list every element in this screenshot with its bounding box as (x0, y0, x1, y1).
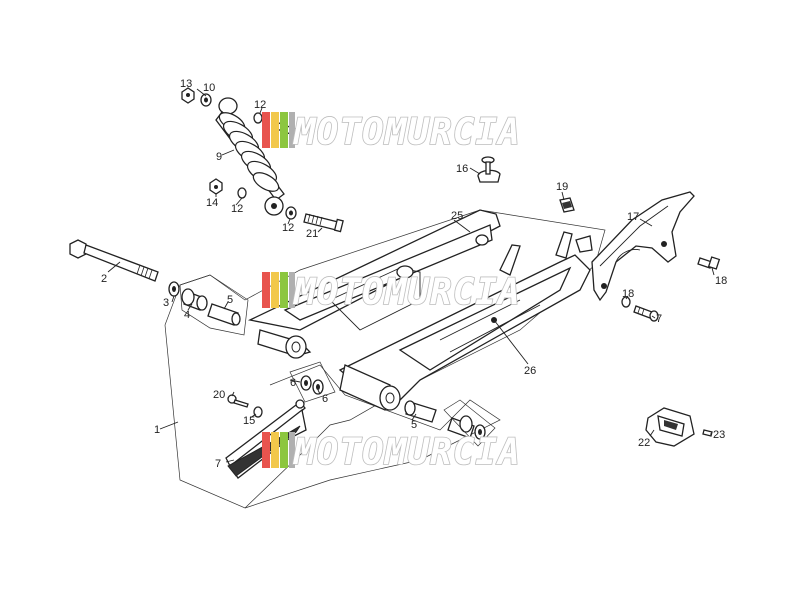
callout-23: 23 (713, 429, 725, 441)
group-outline-345 (179, 274, 249, 336)
watermark-text: MOTOMURCIA (293, 272, 521, 313)
watermark-stripe-green (280, 432, 288, 468)
axle-bolt-2 (69, 239, 159, 282)
watermark-top: MOTOMURCIA (262, 111, 521, 154)
watermark-text: MOTOMURCIA (293, 432, 521, 473)
callout-12-top: 10 (203, 82, 215, 94)
assembly-outline-lower (244, 364, 501, 509)
watermark-stripe-yellow (271, 112, 279, 148)
watermark-stripe-grey (289, 112, 295, 148)
washer-12-lower (237, 187, 247, 199)
bushing-4 (181, 288, 208, 311)
sleeve-5-right (404, 400, 437, 423)
callout-15: 16 (456, 163, 468, 175)
callout-20: 20 (213, 389, 225, 401)
watermark-stripe-red (262, 432, 270, 468)
watermark-stripe-green (280, 112, 288, 148)
callout-4: 4 (184, 309, 190, 321)
callout-18-label: 18 (622, 288, 634, 300)
sleeve-5-left (207, 303, 241, 326)
callout-22: 22 (638, 437, 650, 449)
watermark-stripe-red (262, 112, 270, 148)
bolt-17 (697, 256, 721, 270)
washer-6-a (300, 375, 312, 391)
screw-23 (702, 429, 713, 437)
watermark-stripe-red (262, 272, 270, 308)
leader-lines (107, 88, 715, 463)
callout-14: 15 (243, 415, 255, 427)
callout-17: 18 (715, 275, 727, 287)
washer-12-top (200, 93, 212, 107)
chain-guide-22 (645, 407, 695, 447)
bolt-7 (633, 305, 659, 322)
group-outline-6 (289, 361, 336, 403)
callout-labels: 13 10 12 9 14 12 12 21 2 3 4 5 1 6 6 5 2… (101, 78, 727, 470)
callout-12-lower: 12 (231, 203, 243, 215)
washer-12-bottom (285, 206, 297, 220)
callout-7-label: 7 (656, 313, 662, 325)
nut-13-lower (209, 178, 223, 195)
chain-guard-16 (591, 191, 695, 302)
callout-12-right: 12 (254, 99, 266, 111)
watermark-stripe-grey (289, 432, 295, 468)
callout-6-a: 6 (290, 377, 296, 389)
callout-labels-extra: 18 7 (622, 288, 662, 325)
swingarm-marker-dot (491, 317, 497, 323)
callout-13-lower: 14 (206, 197, 218, 209)
washer-18 (621, 296, 631, 308)
callout-13-top: 13 (180, 78, 192, 90)
group-outline-right-bushing (443, 399, 496, 447)
washer-12-right (253, 112, 263, 124)
callout-2: 2 (101, 273, 107, 285)
watermark-stripe-grey (289, 272, 295, 308)
callout-19: 19 (556, 181, 568, 193)
callout-9: 7 (215, 458, 221, 470)
screw-20 (227, 394, 249, 408)
watermark-stripe-green (280, 272, 288, 308)
watermark-text: MOTOMURCIA (293, 112, 521, 153)
watermark-bottom: MOTOMURCIA (262, 431, 521, 474)
bolt-21 (303, 213, 344, 233)
callout-5-right: 5 (411, 419, 417, 431)
callout-25: 25 (451, 210, 463, 222)
watermark-stripe-yellow (271, 432, 279, 468)
nut-13-top (181, 87, 195, 104)
watermark-middle: MOTOMURCIA (262, 271, 521, 314)
callout-10: 9 (216, 151, 222, 163)
callout-12-bottom: 12 (282, 222, 294, 234)
callout-21: 21 (306, 228, 318, 240)
watermark-stripe-yellow (271, 272, 279, 308)
callout-26: 26 (524, 365, 536, 377)
callout-16: 17 (627, 211, 639, 223)
callout-5-left: 5 (227, 294, 233, 306)
callout-3: 3 (163, 297, 169, 309)
callout-1: 1 (154, 424, 160, 436)
callout-6-b: 6 (322, 393, 328, 405)
washer-3 (168, 281, 180, 297)
swingarm (247, 209, 593, 411)
washer-6-b (312, 379, 324, 395)
clip-19 (559, 197, 575, 213)
clip-15 (477, 156, 501, 183)
